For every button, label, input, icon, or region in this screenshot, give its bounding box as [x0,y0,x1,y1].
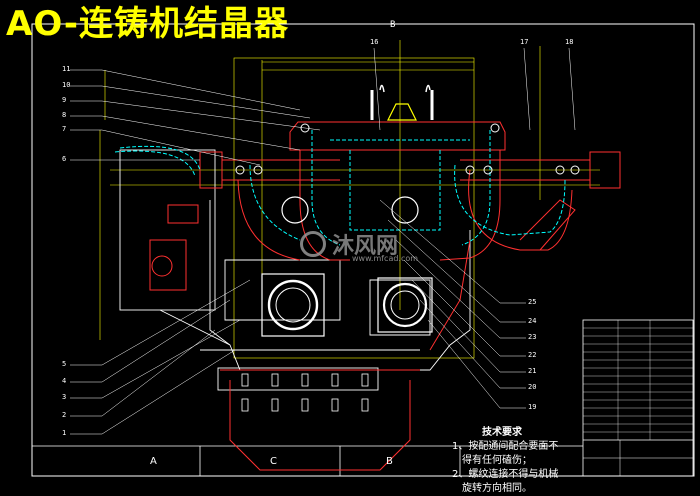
callout-label-left: 7 [62,125,67,133]
watermark-logo-icon [300,231,326,257]
callout-label-left: 5 [62,360,67,368]
callout-label-top: 18 [565,38,574,46]
callout-label-left: 3 [62,393,67,401]
tech-req-line: 2、螺纹连接不得与机械 [452,469,559,480]
zone-label-a: A [150,456,157,467]
section-marker-b: B [390,20,396,30]
drawing-title: AO-连铸机结晶器 [6,4,289,44]
callout-label-right: 21 [528,367,537,375]
callout-label-right: 23 [528,333,537,341]
callout-label-left: 8 [62,111,67,119]
site-watermark: 沐风网 www.mfcad.com [300,228,418,263]
watermark-text: 沐风网 [332,234,399,259]
callout-label-right: 20 [528,383,537,391]
callout-label-left: 9 [62,96,67,104]
mold-top-nozzle [370,84,434,121]
cooling-passages [114,130,566,246]
callout-label-right: 25 [528,298,537,306]
bearing-housings [261,196,433,337]
mold-casing [119,149,471,391]
tech-req-title: 技术要求 [482,427,522,438]
title-block [582,319,694,477]
callout-label-left: 6 [62,155,67,163]
callout-label-top: 17 [520,38,529,46]
watermark-url: www.mfcad.com [352,254,419,263]
callout-label-top: 16 [370,38,379,46]
callout-label-left: 1 [62,429,67,437]
water-jacket-outline [149,121,621,471]
callout-label-right: 22 [528,351,537,359]
bolt-group [235,123,580,412]
tech-req-line: 旋转方向相同。 [462,483,532,494]
drawing-border [31,23,695,477]
tech-req-line: 1、按配通间配合要面不 [452,441,559,452]
callout-leaders [70,47,576,435]
tech-req-line: 得有任何磕伤； [462,455,532,466]
callout-label-left: 2 [62,411,67,419]
callout-label-left: 11 [62,65,71,73]
callout-label-left: 4 [62,377,67,385]
zone-label-c: C [270,456,277,467]
callout-label-left: 10 [62,81,71,89]
technical-requirements: 技术要求 1、按配通间配合要面不 得有任何磕伤； 2、螺纹连接不得与机械 旋转方… [452,426,558,496]
callout-label-right: 24 [528,317,537,325]
zone-label-b: B [386,456,393,467]
callout-label-right: 19 [528,403,537,411]
